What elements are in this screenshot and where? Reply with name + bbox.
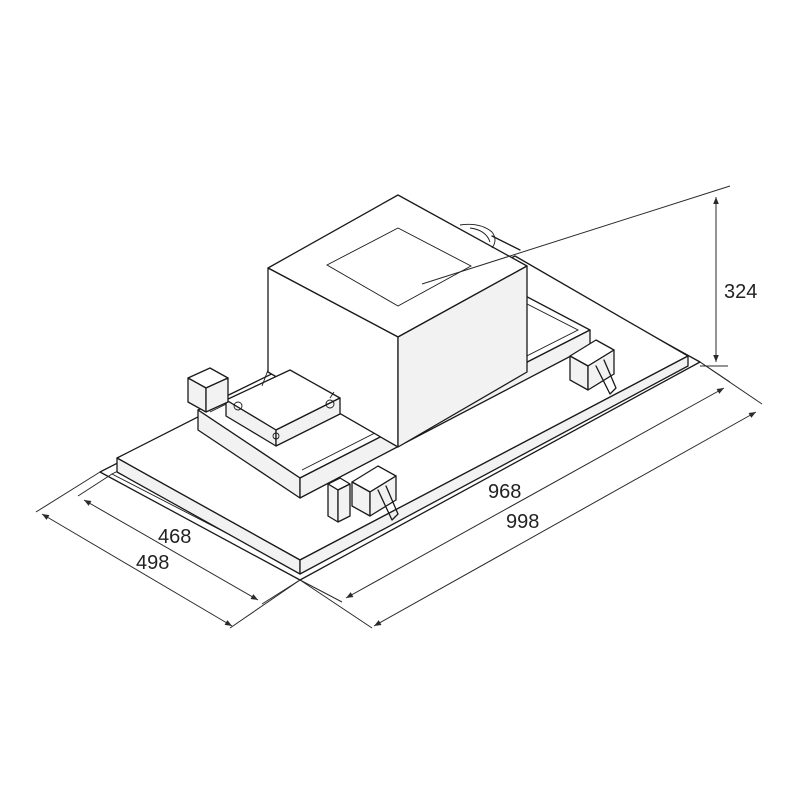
bracket-back-right [569, 339, 617, 395]
width-dimensions: 468 498 [35, 471, 301, 629]
height-label: 324 [724, 281, 757, 303]
bracket-front-left [327, 477, 351, 523]
inner-length-label: 968 [488, 481, 521, 503]
length-dimensions: 968 998 [299, 361, 763, 629]
control-box [225, 369, 341, 447]
outer-length-label: 998 [506, 511, 539, 533]
bracket-left [187, 367, 229, 413]
height-dimension: 324 [421, 185, 757, 367]
inner-width-label: 468 [158, 526, 191, 548]
outer-width-label: 498 [136, 552, 169, 574]
